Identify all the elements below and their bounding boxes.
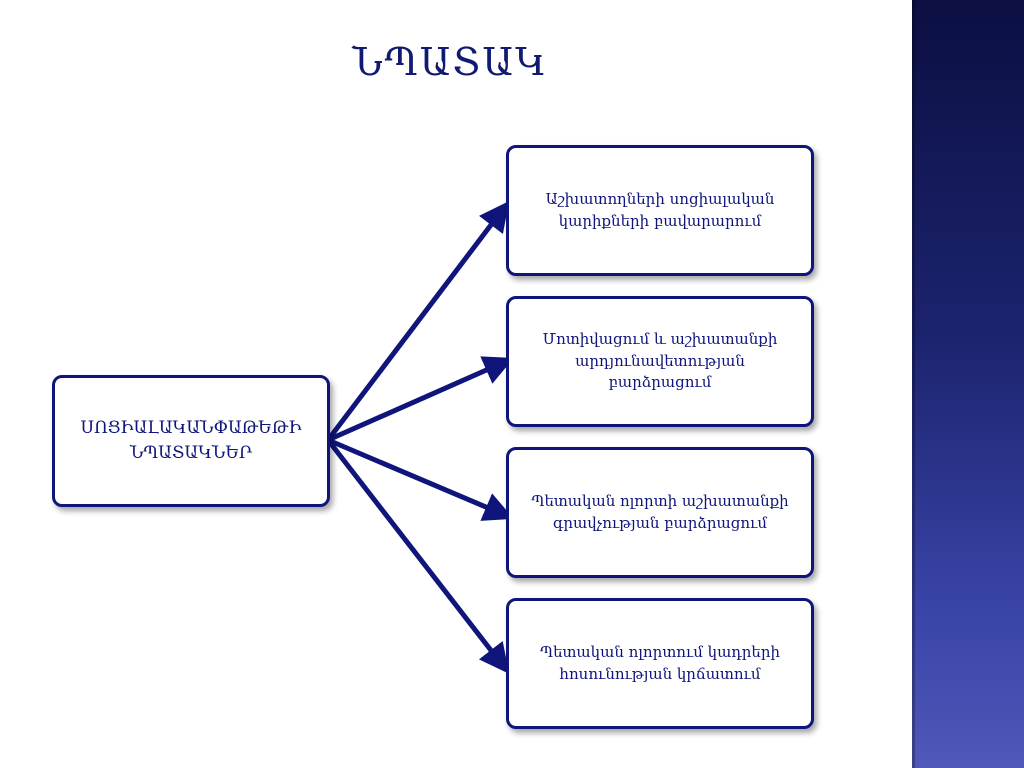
arrow-to-goal-1 xyxy=(326,201,510,442)
goal-node-label: Պետական ոլորտի աշխատանքի գրավչության բար… xyxy=(531,491,789,532)
arrow-to-goal-3 xyxy=(327,437,514,521)
goal-node-box: Պետական ոլորտի աշխատանքի գրավչության բար… xyxy=(506,447,814,578)
root-node-label: ՍՈՑԻԱԼԱԿԱՆՓԱԹԵԹԻ ՆՊԱՏԱԿՆԵՐ xyxy=(80,418,302,463)
goal-node-box: Պետական ոլորտում կադրերի հոսունության կր… xyxy=(506,598,814,729)
decorative-side-band xyxy=(912,0,1024,768)
root-node-box: ՍՈՑԻԱԼԱԿԱՆՓԱԹԵԹԻ ՆՊԱՏԱԿՆԵՐ xyxy=(52,375,330,507)
goal-node-label: Պետական ոլորտում կադրերի հոսունության կր… xyxy=(539,642,781,683)
arrow-to-goal-4 xyxy=(326,438,510,674)
arrow-to-goal-2 xyxy=(326,356,514,443)
goal-node-label: Մոտիվացում և աշխատանքի արդյունավետության… xyxy=(542,329,778,392)
goal-node-label: Աշխատողների սոցիալական կարիքների բավարար… xyxy=(545,189,775,230)
goal-node-box: Աշխատողների սոցիալական կարիքների բավարար… xyxy=(506,145,814,276)
slide-title: ՆՊԱՏԱԿ xyxy=(352,40,548,84)
goal-node-box: Մոտիվացում և աշխատանքի արդյունավետության… xyxy=(506,296,814,427)
